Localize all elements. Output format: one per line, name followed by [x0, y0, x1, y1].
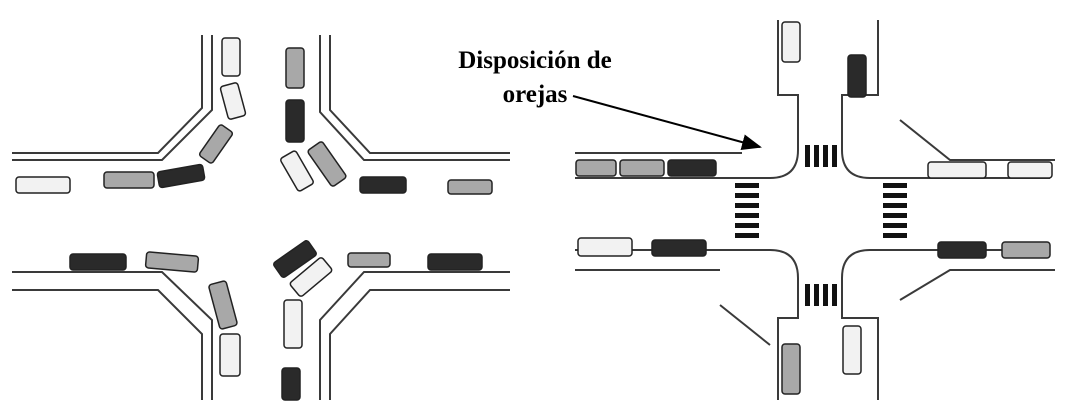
car: [198, 124, 234, 164]
crosswalk-stripe: [735, 183, 759, 188]
crosswalk-stripe: [735, 203, 759, 208]
car: [208, 280, 238, 330]
car: [156, 163, 206, 189]
car: [221, 37, 241, 77]
car: [842, 325, 862, 375]
crosswalk-stripe: [832, 284, 837, 306]
car: [307, 141, 347, 187]
car: [347, 252, 391, 268]
car: [447, 179, 493, 195]
car: [1007, 161, 1053, 179]
car: [285, 47, 305, 89]
crosswalk-stripe: [823, 145, 828, 167]
car: [219, 333, 241, 377]
car: [781, 343, 801, 395]
crosswalk-stripe: [814, 284, 819, 306]
crosswalk-stripe: [735, 193, 759, 198]
car: [651, 239, 707, 257]
left-intersection-cars: [15, 37, 493, 401]
crosswalk-stripe: [883, 183, 907, 188]
car: [281, 367, 301, 401]
annotation-label-line2: orejas: [502, 81, 568, 108]
crosswalk-stripe: [883, 233, 907, 238]
car: [667, 159, 717, 177]
crosswalk-stripe: [883, 213, 907, 218]
crosswalk-stripe: [735, 233, 759, 238]
car: [144, 251, 200, 273]
car: [69, 253, 127, 271]
crosswalk-stripe: [883, 223, 907, 228]
right-intersection-road-edges: [575, 20, 1055, 400]
crosswalk-stripe: [883, 203, 907, 208]
car: [289, 257, 333, 297]
car: [847, 54, 867, 98]
car: [283, 299, 303, 349]
crosswalk-stripe: [735, 223, 759, 228]
car: [280, 150, 314, 192]
crosswalk-stripe: [832, 145, 837, 167]
car: [273, 240, 317, 278]
car: [1001, 241, 1051, 259]
car: [15, 176, 71, 194]
annotation-arrow: [572, 95, 762, 150]
left-intersection-road-edges: [12, 35, 510, 400]
crosswalk-stripe: [805, 145, 810, 167]
crosswalk-stripe: [823, 284, 828, 306]
car: [103, 171, 155, 189]
crosswalk-stripe: [814, 145, 819, 167]
crosswalk-stripe: [805, 284, 810, 306]
crosswalk-stripe: [883, 193, 907, 198]
car: [619, 159, 665, 177]
car: [359, 176, 407, 194]
right-intersection-cars: [575, 21, 1053, 395]
car: [575, 159, 617, 177]
annotation-label-line1: Disposición de: [458, 47, 612, 74]
crosswalks: [735, 145, 907, 306]
car: [781, 21, 801, 63]
car: [219, 82, 247, 120]
car: [427, 253, 483, 271]
car: [577, 237, 633, 257]
car: [937, 241, 987, 259]
crosswalk-stripe: [735, 213, 759, 218]
car: [285, 99, 305, 143]
car: [927, 161, 987, 179]
